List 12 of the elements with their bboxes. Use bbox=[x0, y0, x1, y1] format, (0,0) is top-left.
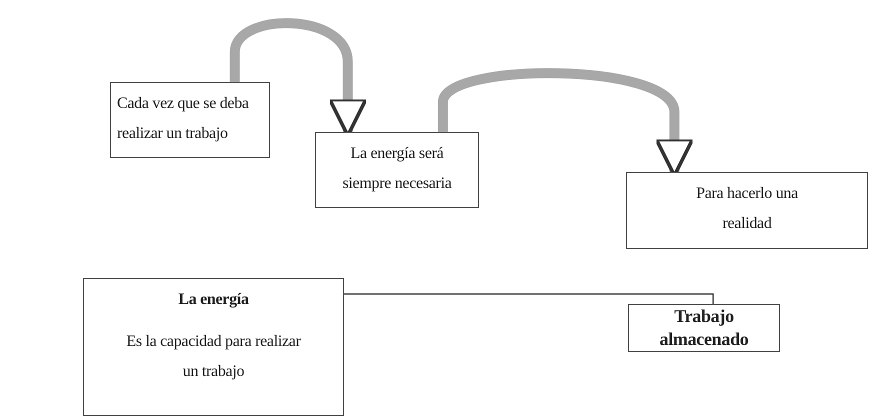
text-box bbox=[626, 172, 868, 249]
box-text: La energía será siempre necesaria bbox=[341, 144, 453, 194]
box-text: Es la capacidad para realizar un trabajo bbox=[125, 332, 302, 382]
text-box bbox=[110, 82, 270, 158]
box-text: Trabajo almacenado bbox=[658, 305, 750, 351]
text-box bbox=[628, 304, 780, 352]
box-heading: La energía bbox=[177, 290, 250, 310]
text-box bbox=[315, 132, 479, 208]
connector-line bbox=[344, 293, 714, 304]
definition-box bbox=[83, 278, 344, 416]
box-text: Cada vez que se deba realizar un trabajo bbox=[117, 94, 250, 144]
box-text: Para hacerlo una realidad bbox=[695, 184, 799, 234]
